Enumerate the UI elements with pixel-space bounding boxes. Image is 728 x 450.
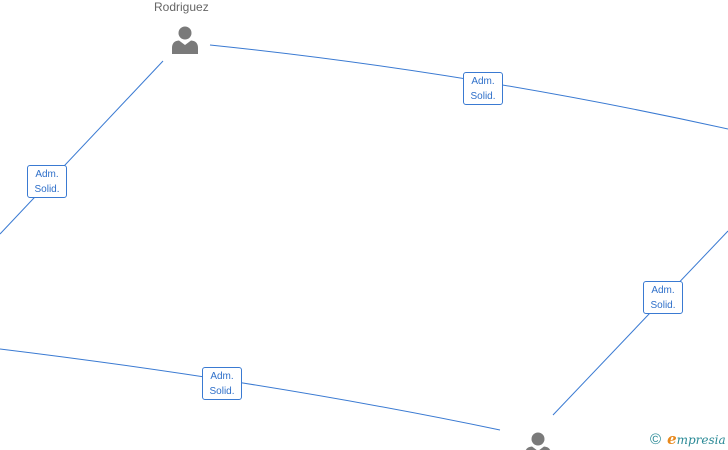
edge-label-line2: Solid. [470,91,496,102]
empresia-logo: empresia [667,430,726,448]
person-icon[interactable] [523,430,553,450]
brand-watermark: © empresia [650,429,726,449]
edge-label-line2: Solid. [34,184,60,195]
edge-line-bottom-left [0,348,501,431]
node-label-rodriguez: Rodriguez [154,0,209,14]
edge-label-line2: Solid. [650,300,676,311]
edge-label-rodriguez-right[interactable]: Adm. Solid. [463,72,503,105]
edge-label-line1: Adm. [35,169,59,180]
edge-line-rodriguez-left [0,60,164,235]
edge-label-rodriguez-left[interactable]: Adm. Solid. [27,165,67,198]
edge-label-line1: Adm. [651,285,675,296]
edge-label-line2: Solid. [209,386,235,397]
person-icon[interactable] [170,24,200,54]
edge-label-line1: Adm. [471,76,495,87]
copyright-icon: © [650,430,662,448]
edge-label-bottom-left[interactable]: Adm. Solid. [202,367,242,400]
edge-line-bottom-right [552,230,728,416]
edge-label-line1: Adm. [210,371,234,382]
brand-rest: mpresia [676,433,726,447]
brand-initial: e [667,430,677,448]
edge-label-bottom-right[interactable]: Adm. Solid. [643,281,683,314]
